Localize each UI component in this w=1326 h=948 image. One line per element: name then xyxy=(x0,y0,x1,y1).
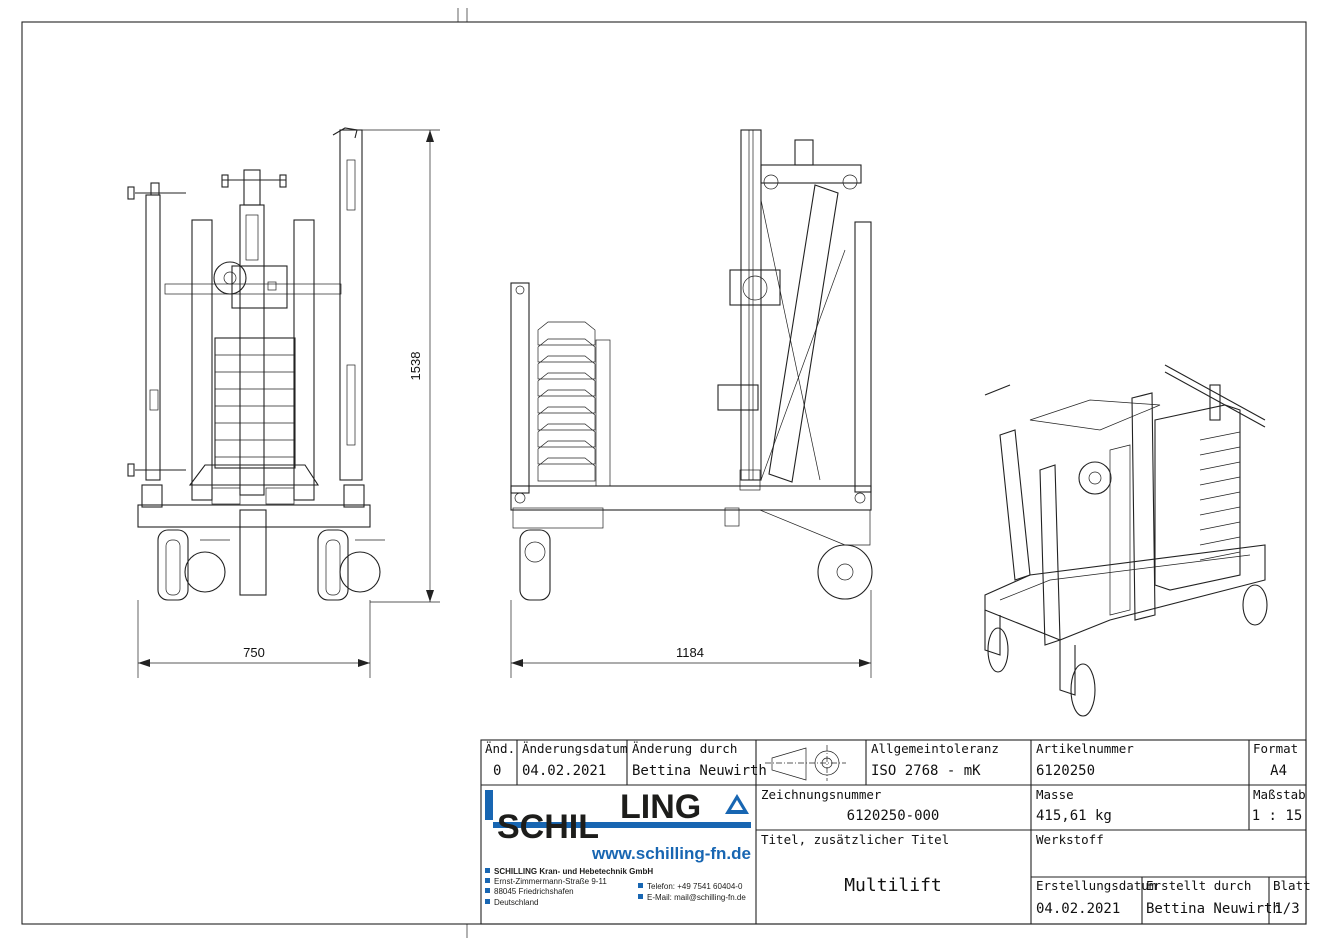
company-phone: Telefon: +49 7541 60404-0 xyxy=(647,882,743,891)
allgemeintoleranz-value: ISO 2768 - mK xyxy=(871,763,981,779)
projection-symbol-icon xyxy=(765,745,846,781)
masse-label: Masse xyxy=(1036,787,1074,802)
aend-value: 0 xyxy=(493,763,501,779)
zeichnungsnummer-label: Zeichnungsnummer xyxy=(761,787,882,802)
side-length-dimension: 1184 xyxy=(676,645,704,660)
format-value: A4 xyxy=(1270,763,1287,779)
format-label: Format xyxy=(1253,741,1298,756)
company-street: Ernst-Zimmermann-Straße 9-11 xyxy=(494,877,607,886)
titel-value: Multilift xyxy=(844,875,942,896)
company-logo xyxy=(485,790,751,828)
front-dimensions xyxy=(137,129,440,678)
werkstoff-label: Werkstoff xyxy=(1036,832,1104,847)
company-name: SCHILLING Kran- und Hebetechnik GmbH xyxy=(494,867,653,876)
blatt-label: Blatt xyxy=(1273,878,1311,893)
logo-text-left: SCHIL xyxy=(497,808,599,846)
front-height-dimension: 1538 xyxy=(408,352,423,381)
side-dimensions xyxy=(510,590,872,678)
company-email: E-Mail: mail@schilling-fn.de xyxy=(647,893,746,902)
bullet-icons xyxy=(485,868,643,904)
company-url: www.schilling-fn.de xyxy=(591,844,751,863)
artikelnummer-label: Artikelnummer xyxy=(1036,741,1134,756)
logo-left-bar xyxy=(485,790,493,820)
logo-bottom-bar xyxy=(493,822,751,828)
erstellt-durch-label: Erstellt durch xyxy=(1146,878,1251,893)
title-block-lines xyxy=(480,739,1307,925)
aenderung-durch-label: Änderung durch xyxy=(632,741,737,756)
aenderungsdatum-value: 04.02.2021 xyxy=(522,763,606,779)
front-view xyxy=(127,127,385,601)
center-marks xyxy=(457,8,468,938)
company-city: 88045 Friedrichshafen xyxy=(494,887,574,896)
front-width-dimension: 750 xyxy=(243,645,265,660)
zeichnungsnummer-value: 6120250-000 xyxy=(847,808,940,824)
isometric-view xyxy=(984,364,1268,717)
aenderung-durch-value: Bettina Neuwirth xyxy=(632,763,767,779)
massstab-label: Maßstab xyxy=(1253,787,1306,802)
blatt-value: 1/3 xyxy=(1274,901,1299,917)
aenderungsdatum-label: Änderungsdatum xyxy=(522,741,627,756)
allgemeintoleranz-label: Allgemeintoleranz xyxy=(871,741,999,756)
erstellungsdatum-value: 04.02.2021 xyxy=(1036,901,1120,917)
logo-text-right: LING xyxy=(620,788,701,826)
company-country: Deutschland xyxy=(494,898,538,907)
titel-label: Titel, zusätzlicher Titel xyxy=(761,832,949,847)
erstellt-durch-value: Bettina Neuwirth xyxy=(1146,901,1281,917)
massstab-value: 1 : 15 xyxy=(1252,808,1303,824)
erstellungsdatum-label: Erstellungsdatum xyxy=(1036,878,1156,893)
side-view xyxy=(510,129,873,601)
aend-label: Änd. xyxy=(485,741,515,756)
artikelnummer-value: 6120250 xyxy=(1036,763,1095,779)
masse-value: 415,61 kg xyxy=(1036,808,1112,824)
